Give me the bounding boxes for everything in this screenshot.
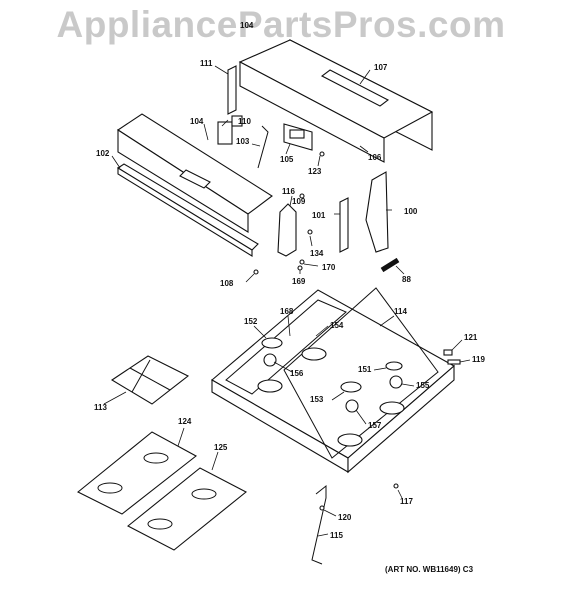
callout-label: 103 — [236, 137, 250, 146]
callout-label: 119 — [472, 355, 485, 364]
callout-label: 115 — [330, 531, 343, 540]
callout-label: 154 — [330, 321, 344, 330]
callout-label: 151 — [358, 365, 372, 374]
clip — [443, 349, 453, 356]
callout-label: 109 — [292, 197, 306, 206]
screw — [297, 265, 303, 271]
screw — [299, 259, 305, 265]
screw — [319, 505, 325, 511]
callout-label: 106 — [368, 153, 382, 162]
screw — [307, 229, 313, 235]
bracket-clip — [447, 359, 461, 365]
gas-tube — [311, 484, 327, 565]
callout-label: 111 — [200, 59, 213, 68]
drip-tray-right — [127, 467, 247, 551]
callout-label: 116 — [282, 187, 295, 196]
control-panel — [116, 113, 273, 233]
backguard-panel — [238, 39, 434, 163]
callout-label: 88 — [402, 275, 411, 284]
screw — [319, 151, 325, 157]
callout-label: 120 — [338, 513, 352, 522]
burner-grate — [110, 355, 190, 405]
callout-label: 170 — [322, 263, 336, 272]
screw — [253, 269, 259, 275]
callout-label: 113 — [94, 403, 107, 412]
bottom-trim — [116, 163, 259, 257]
side-bracket — [227, 65, 237, 115]
callout-label: 104 — [240, 21, 254, 30]
callout-label: 155 — [416, 381, 430, 390]
callout-label: 105 — [280, 155, 294, 164]
spacer-rod — [380, 257, 400, 273]
callouts: 104 111 107 110 104 103 105 106 102 123 … — [94, 21, 485, 540]
switch-component — [217, 115, 243, 145]
callout-label: 114 — [394, 307, 407, 316]
callout-label: 156 — [290, 369, 304, 378]
vertical-bracket — [277, 203, 297, 257]
clock-module — [283, 123, 313, 151]
callout-label: 123 — [308, 167, 322, 176]
callout-label: 153 — [310, 395, 324, 404]
callout-label: 117 — [400, 497, 413, 506]
callout-label: 110 — [238, 117, 251, 126]
callout-label: 100 — [404, 207, 418, 216]
callout-label: 101 — [312, 211, 326, 220]
callout-label: 107 — [374, 63, 388, 72]
callout-label: 102 — [96, 149, 110, 158]
inner-bracket — [339, 197, 349, 253]
callout-label: 152 — [244, 317, 258, 326]
callout-label: 108 — [220, 279, 234, 288]
callout-label: 121 — [464, 333, 478, 342]
art-number: (ART NO. WB11649) C3 — [385, 565, 474, 574]
callout-label: 125 — [214, 443, 228, 452]
wire-harness — [257, 125, 269, 169]
callout-label: 124 — [178, 417, 192, 426]
callout-label: 157 — [368, 421, 382, 430]
watermark-text: AppliancePartsPros.com — [56, 4, 506, 45]
screw — [393, 483, 399, 489]
cooktop — [211, 287, 455, 474]
large-bracket — [365, 171, 389, 253]
callout-label: 134 — [310, 249, 324, 258]
drip-tray-left — [76, 431, 197, 515]
callout-label: 169 — [292, 277, 306, 286]
callout-label: 168 — [280, 307, 294, 316]
callout-label: 104 — [190, 117, 204, 126]
screw — [299, 193, 305, 199]
